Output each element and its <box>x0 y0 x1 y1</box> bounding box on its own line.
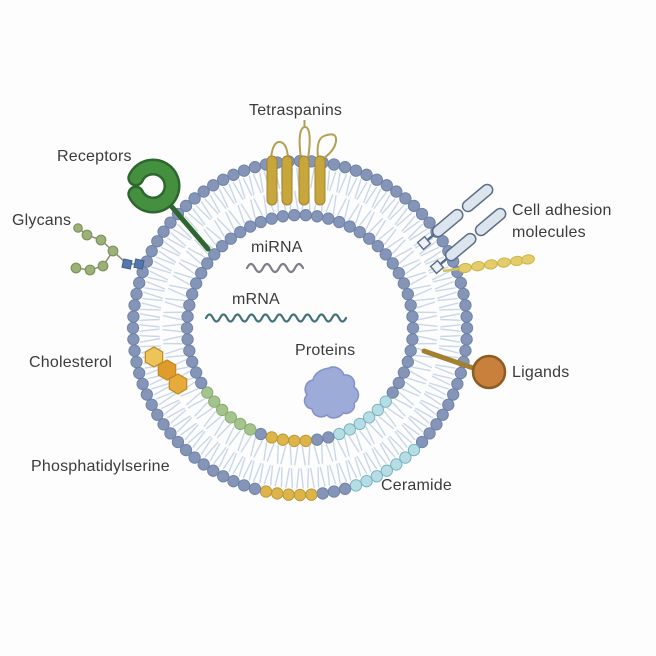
glycan-tree-shape <box>70 223 145 276</box>
mirna-squiggle <box>245 262 305 274</box>
protein-blob-shape <box>303 366 360 419</box>
label-mrna: mRNA <box>232 291 280 308</box>
cholesterol-shape <box>144 346 188 395</box>
label-cell-adhesion-line2: molecules <box>512 224 586 241</box>
label-cell-adhesion-line1: Cell adhesion <box>512 202 612 219</box>
glycolipid-chain-shape <box>442 254 535 274</box>
label-ligands: Ligands <box>512 364 570 381</box>
cell-adhesion-molecules-shape <box>416 183 507 275</box>
label-phosphatidylserine: Phosphatidylserine <box>31 458 170 475</box>
label-cholesterol: Cholesterol <box>29 354 113 371</box>
label-receptors: Receptors <box>57 148 132 165</box>
ligand-shape <box>421 348 507 390</box>
receptor-shape <box>127 158 211 252</box>
label-cell-adhesion-molecules: Cell adhesion molecules <box>512 200 612 244</box>
label-glycans: Glycans <box>12 212 72 229</box>
mrna-squiggle <box>204 313 348 323</box>
label-mirna: miRNA <box>251 239 303 256</box>
label-tetraspanins: Tetraspanins <box>249 102 343 119</box>
label-proteins: Proteins <box>295 342 356 359</box>
membrane-bilayer <box>126 154 474 502</box>
label-ceramide: Ceramide <box>381 477 452 494</box>
tetraspanins-shape <box>266 120 338 206</box>
